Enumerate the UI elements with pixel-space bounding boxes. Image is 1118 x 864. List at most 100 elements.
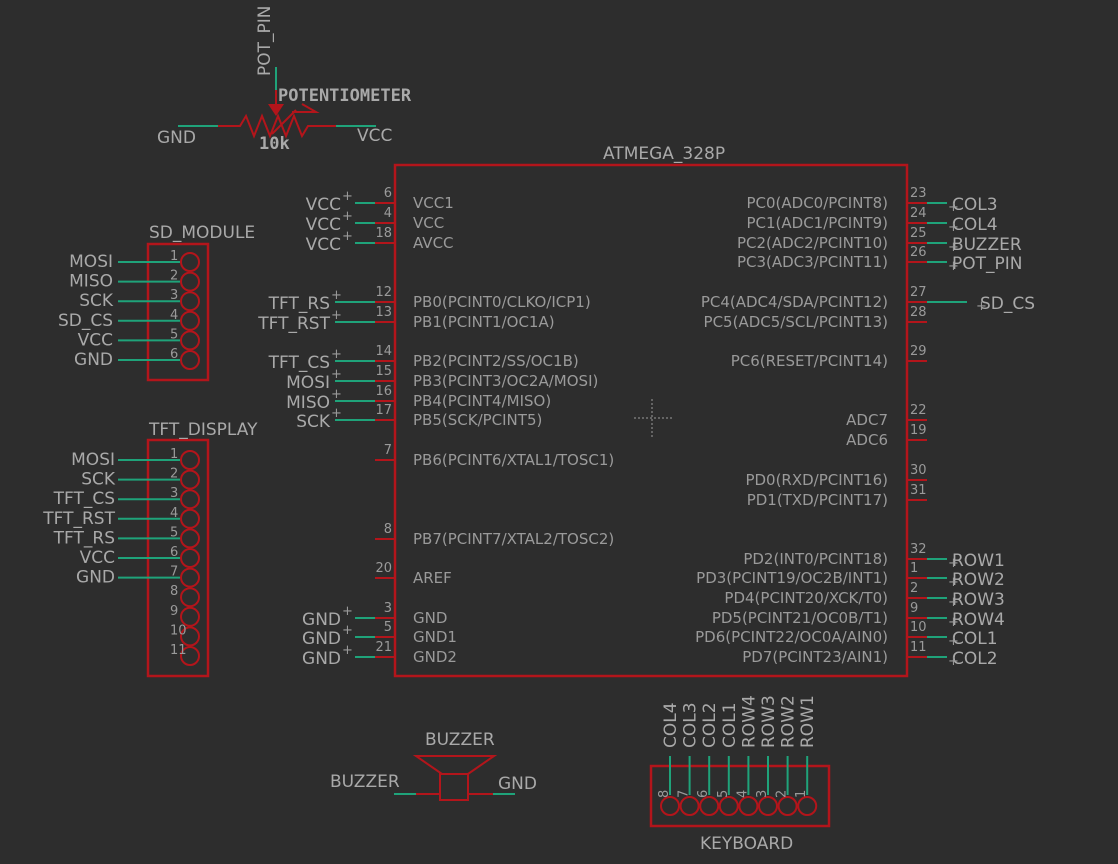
net-label[interactable]: SD_CS: [980, 294, 1035, 314]
buzzer-symbol[interactable]: BUZZER BUZZER GND: [330, 730, 537, 801]
mcu-pin-number: 30: [910, 463, 927, 478]
keyboard-symbol[interactable]: KEYBOARD 8COL47COL36COL25COL14ROW43ROW32…: [649, 695, 831, 854]
sd-module-pin-circle: [180, 271, 200, 292]
net-label[interactable]: POT_PIN: [952, 254, 1023, 274]
net-label[interactable]: MOSI: [69, 252, 113, 272]
net-label[interactable]: VCC: [306, 215, 341, 235]
potentiometer-symbol[interactable]: POT_PIN POTENTIOMETER 10k GND VCC: [157, 6, 412, 155]
net-label[interactable]: GND: [302, 629, 341, 649]
keyboard-pin-circle: [660, 796, 680, 816]
tft-display-pin-number: 4: [170, 506, 178, 521]
mcu-pin-number: 14: [375, 344, 392, 359]
net-label[interactable]: TFT_RST: [257, 314, 330, 334]
net-label-pot-pin[interactable]: POT_PIN: [255, 6, 275, 77]
net-label[interactable]: GND: [302, 610, 341, 630]
net-label[interactable]: SCK: [296, 412, 331, 432]
mcu-pin-number: 6: [384, 186, 392, 201]
atmega-328p-symbol[interactable]: ATMEGA_328P 6VCC1VCC+4VCCVCC+18AVCCVCC+1…: [257, 144, 1035, 678]
mcu-pin-label: AVCC: [413, 234, 454, 252]
net-label[interactable]: ROW1: [952, 551, 1005, 571]
net-label[interactable]: GND: [302, 649, 341, 669]
origin-marker: +: [948, 634, 959, 649]
pot-adjust-arrow: [271, 109, 297, 135]
net-label[interactable]: TFT_RS: [53, 528, 115, 548]
keyboard-pin-number: 4: [735, 790, 750, 798]
net-label[interactable]: TFT_RS: [268, 294, 330, 314]
keyboard-pin-number: 5: [716, 790, 731, 798]
net-label[interactable]: COL3: [681, 702, 701, 748]
net-label[interactable]: VCC: [80, 548, 115, 568]
net-label[interactable]: VCC: [306, 195, 341, 215]
net-label-buzzer[interactable]: BUZZER: [330, 772, 400, 792]
tft-display-symbol[interactable]: TFT_DISPLAY 1MOSI2SCK3TFT_CS4TFT_RST5TFT…: [42, 420, 258, 678]
mcu-pin-number: 28: [910, 305, 927, 320]
net-label[interactable]: ROW4: [739, 695, 759, 748]
net-label[interactable]: TFT_CS: [268, 353, 330, 373]
net-label[interactable]: VCC: [306, 235, 341, 255]
net-label-gnd-buzzer[interactable]: GND: [498, 774, 537, 794]
resistor-zigzag: [218, 113, 336, 139]
pot-name-label: POTENTIOMETER: [278, 86, 412, 106]
mcu-pin-label: PC5(ADC5/SCL/PCINT13): [704, 313, 888, 331]
sd-module-pin-circle: [180, 310, 200, 331]
net-label[interactable]: GND: [74, 350, 113, 370]
origin-marker: +: [948, 654, 959, 669]
mcu-pin-label: ADC6: [846, 431, 888, 449]
net-label[interactable]: ROW3: [952, 590, 1005, 610]
mcu-pin-number: 1: [910, 561, 918, 576]
net-label[interactable]: COL4: [952, 215, 998, 235]
mcu-pin-number: 31: [910, 483, 927, 498]
net-label[interactable]: ROW2: [779, 695, 799, 748]
net-label-vcc[interactable]: VCC: [357, 126, 392, 146]
tft-display-pin-circle: [180, 646, 200, 666]
net-label[interactable]: COL2: [700, 702, 720, 748]
mcu-pin-label: PB7(PCINT7/XTAL2/TOSC2): [413, 530, 614, 548]
net-label[interactable]: MOSI: [286, 373, 330, 393]
keyboard-pin-circle: [679, 796, 700, 816]
mcu-pin-label: PB6(PCINT6/XTAL1/TOSC1): [413, 451, 614, 469]
tft-display-pin-circle: [180, 489, 200, 510]
keyboard-pin-circle: [699, 796, 720, 816]
net-label[interactable]: ROW1: [798, 695, 818, 748]
net-label[interactable]: SCK: [79, 291, 114, 311]
origin-marker: +: [948, 220, 959, 235]
origin-marker: +: [342, 604, 353, 619]
net-label[interactable]: COL1: [952, 629, 998, 649]
net-label[interactable]: TFT_RST: [42, 509, 115, 529]
net-label[interactable]: MISO: [286, 393, 330, 413]
mcu-pin-label: GND: [413, 609, 447, 627]
keyboard-pin-number: 8: [657, 790, 672, 798]
net-label[interactable]: COL4: [661, 702, 681, 748]
mcu-pin-number: 20: [375, 561, 392, 576]
mcu-pin-number: 5: [384, 620, 392, 635]
tft-display-pin-circle: [180, 548, 200, 568]
sd-module-pin-number: 5: [170, 327, 178, 342]
keyboard-body: [649, 764, 831, 828]
mcu-pin-label: AREF: [413, 569, 452, 587]
net-label[interactable]: COL2: [952, 649, 998, 669]
mcu-pin-label: PB4(PCINT4/MISO): [413, 392, 551, 410]
tft-display-pin-circle: [180, 528, 200, 549]
pot-value-label: 10k: [259, 134, 290, 154]
net-label[interactable]: TFT_CS: [53, 489, 115, 509]
net-label-gnd[interactable]: GND: [157, 128, 196, 148]
origin-marker: +: [331, 367, 342, 382]
net-label[interactable]: MISO: [69, 272, 113, 292]
net-label[interactable]: ROW3: [759, 695, 779, 748]
net-label[interactable]: BUZZER: [952, 235, 1022, 255]
mcu-pin-number: 23: [910, 186, 927, 201]
net-label[interactable]: MOSI: [71, 450, 115, 470]
net-label[interactable]: GND: [76, 568, 115, 588]
net-label[interactable]: COL1: [720, 702, 740, 748]
net-label[interactable]: VCC: [78, 330, 113, 350]
mcu-pin-number: 3: [384, 601, 392, 616]
net-label[interactable]: SCK: [81, 470, 116, 490]
net-label[interactable]: ROW4: [952, 610, 1005, 630]
tft-display-pin-number: 6: [170, 545, 178, 560]
net-label[interactable]: ROW2: [952, 570, 1005, 590]
net-label[interactable]: SD_CS: [58, 311, 113, 331]
net-label[interactable]: COL3: [952, 195, 998, 215]
mcu-pin-number: 18: [375, 226, 392, 241]
